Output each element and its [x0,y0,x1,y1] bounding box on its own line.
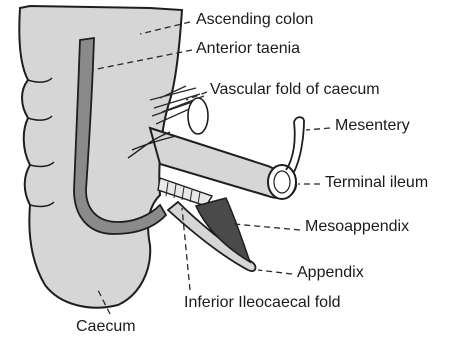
leader-appendix [258,270,292,274]
mesentery-loop [286,120,304,172]
label-vascular-fold-of-caecum: Vascular fold of caecum [210,81,380,99]
label-terminal-ileum: Terminal ileum [325,174,428,192]
label-appendix: Appendix [297,264,364,282]
leader-mesentery [306,128,330,130]
label-anterior-taenia: Anterior taenia [196,40,300,58]
leader-mesoappendix [234,224,300,230]
label-inferior-ileocaecal-fold: Inferior Ileocaecal fold [184,294,341,312]
label-mesentery: Mesentery [335,117,410,135]
label-caecum: Caecum [76,318,136,336]
terminal-ileum-opening [268,165,296,199]
vascular-fold-cut [188,98,208,134]
mesentery-top [294,117,304,122]
label-ascending-colon: Ascending colon [196,11,313,29]
label-mesoappendix: Mesoappendix [305,218,409,236]
